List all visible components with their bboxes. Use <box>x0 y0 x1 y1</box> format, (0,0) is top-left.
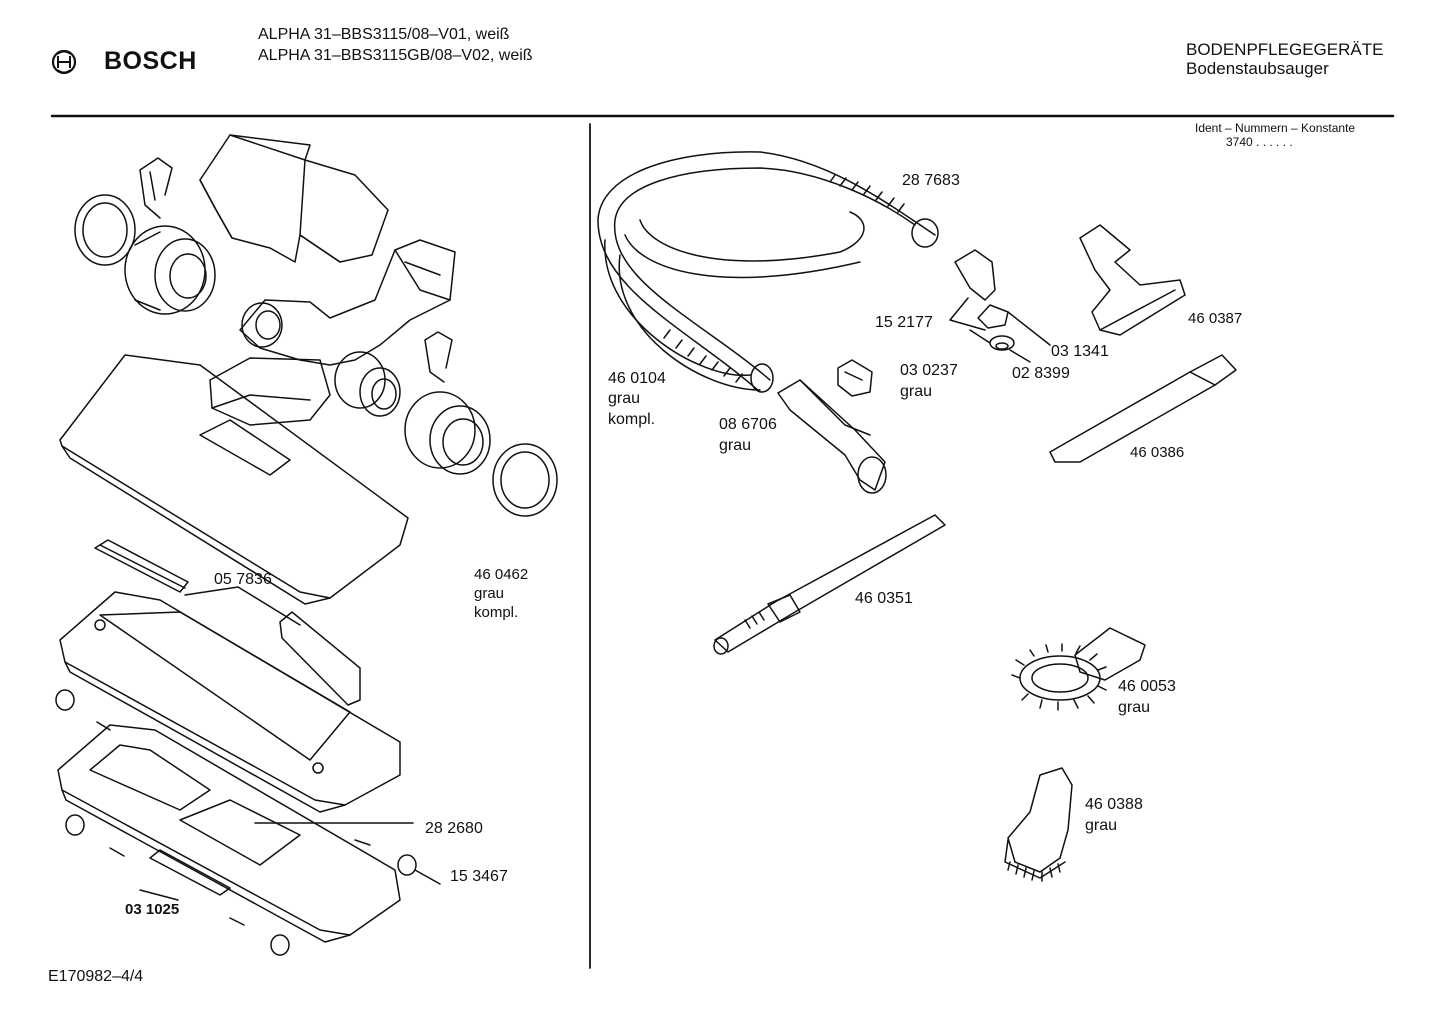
clip-left <box>139 157 173 219</box>
pin-1 <box>96 721 111 731</box>
part-code-460104: 46 0104 <box>608 370 666 387</box>
upholstery-nozzle <box>1079 224 1186 336</box>
pin-2 <box>109 847 125 857</box>
part-code-031025: 03 1025 <box>125 901 180 918</box>
subcategory-title: Bodenstaubsauger <box>1186 59 1329 78</box>
part-code-460386: 46 0386 <box>1130 444 1185 461</box>
category-title: BODENPFLEGEGERÄTE <box>1186 40 1384 59</box>
part-code-460388: 46 0388 <box>1085 796 1143 813</box>
sole-plate-lower <box>57 724 401 943</box>
roller-2 <box>65 814 85 836</box>
part-code-028399: 02 8399 <box>1012 365 1070 382</box>
part-code-460387: 46 0387 <box>1188 310 1243 327</box>
leader-152177 <box>949 297 991 344</box>
ident-label: Ident – Nummern – Konstante <box>1195 121 1356 135</box>
model-line-2: ALPHA 31–BBS3115GB/08–V02, weiß <box>258 47 533 64</box>
part-code-460462: 46 0462 <box>474 566 529 583</box>
clip-030237 <box>837 359 873 397</box>
part-code-460351: 46 0351 <box>855 590 913 607</box>
leader-031341 <box>1007 311 1051 346</box>
crevice-tool <box>1049 354 1237 463</box>
wheel-ring-left <box>74 194 136 266</box>
part-color-460053: grau <box>1118 699 1151 716</box>
clip-right <box>424 331 453 383</box>
model-line-1: ALPHA 31–BBS3115/08–V01, weiß <box>258 26 510 43</box>
part-color-030237: grau <box>900 383 933 400</box>
pin-3 <box>354 839 371 846</box>
felt-pad <box>149 849 231 896</box>
part-color-086706: grau <box>719 437 752 454</box>
nozzle-body <box>209 239 456 426</box>
part-note-460104: kompl. <box>608 411 656 428</box>
strip-upper <box>94 539 189 593</box>
leader-031025 <box>139 889 179 901</box>
leader-153467 <box>414 869 441 885</box>
part-code-031341: 03 1341 <box>1051 343 1109 360</box>
dusting-brush <box>1011 627 1146 711</box>
nozzle-housing <box>59 354 409 605</box>
part-code-460053: 46 0053 <box>1118 678 1176 695</box>
leader-057836 <box>184 586 301 626</box>
wheel-left <box>124 225 216 315</box>
part-code-086706: 08 6706 <box>719 416 777 433</box>
nozzle-top-flap <box>199 134 389 263</box>
part-code-030237: 03 0237 <box>900 362 958 379</box>
wheel-right <box>404 391 491 475</box>
swivel-elbow <box>954 249 996 301</box>
furniture-brush <box>1004 767 1073 882</box>
part-color-460388: grau <box>1085 817 1118 834</box>
roller-4 <box>270 934 290 956</box>
part-code-153467: 15 3467 <box>450 868 508 885</box>
part-code-282680: 28 2680 <box>425 820 483 837</box>
part-color-460462: grau <box>474 585 505 602</box>
extension-tube <box>713 514 946 655</box>
part-note-460462: kompl. <box>474 604 519 621</box>
part-code-057836: 05 7836 <box>214 571 272 588</box>
handle-tube <box>777 379 887 494</box>
roller-3 <box>397 854 417 876</box>
brand-name: BOSCH <box>104 47 197 75</box>
part-color-460104: grau <box>608 390 641 407</box>
part-code-152177: 15 2177 <box>875 314 933 331</box>
pin-4 <box>229 917 245 926</box>
seal-ring <box>977 304 1009 329</box>
part-code-287683: 28 7683 <box>902 172 960 189</box>
sole-plate-upper <box>59 591 401 813</box>
strip-lower <box>279 611 361 706</box>
ident-value: 3740 . . . . . . <box>1226 135 1293 149</box>
leader-028399 <box>1009 349 1031 363</box>
hose-assembly <box>597 151 939 393</box>
roller-1 <box>55 689 75 711</box>
document-id: E170982–4/4 <box>48 968 144 985</box>
wheel-ring-right <box>492 443 558 517</box>
